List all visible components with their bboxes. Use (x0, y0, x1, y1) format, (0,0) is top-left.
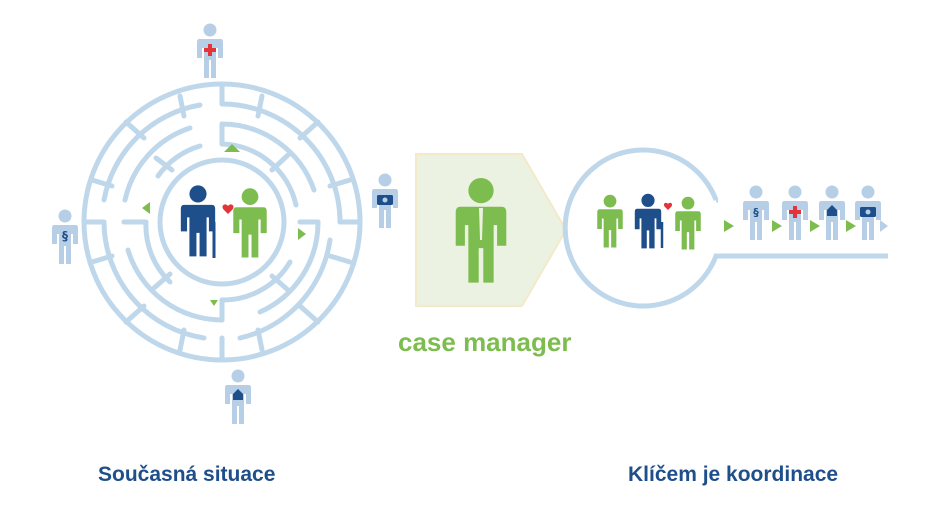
caption-case-manager: case manager (398, 327, 572, 357)
legal-person: § (52, 209, 78, 264)
house-icon (233, 389, 243, 400)
legal-section-icon: § (62, 229, 68, 243)
senior-person (180, 185, 216, 257)
caption-current-situation: Současná situace (98, 463, 276, 486)
case-manager-person (455, 177, 507, 283)
chain-doctor-person (782, 185, 808, 240)
maze-arrows (142, 144, 306, 306)
small-heart-icon (663, 202, 673, 210)
green-helper-person (233, 188, 267, 258)
heart-icon (222, 204, 234, 214)
chain-housing-person (819, 185, 845, 240)
medical-cross-icon (204, 44, 216, 56)
housing-person (225, 369, 251, 424)
coordination-group (597, 193, 701, 250)
arrow-top (224, 144, 240, 152)
coordination-key (562, 147, 888, 309)
chain-legal-person: § (743, 185, 769, 240)
arrow-left (142, 202, 150, 214)
svg-text:§: § (753, 206, 759, 219)
doctor-person (197, 23, 223, 78)
caption-key-is-coordination: Klíčem je koordinace (628, 463, 839, 486)
arrow-right (298, 228, 306, 240)
specialist-chain (724, 220, 888, 232)
arrow-bottom (210, 300, 218, 306)
maze (81, 81, 363, 363)
social-person (372, 173, 398, 228)
chain-social-person (855, 185, 881, 240)
